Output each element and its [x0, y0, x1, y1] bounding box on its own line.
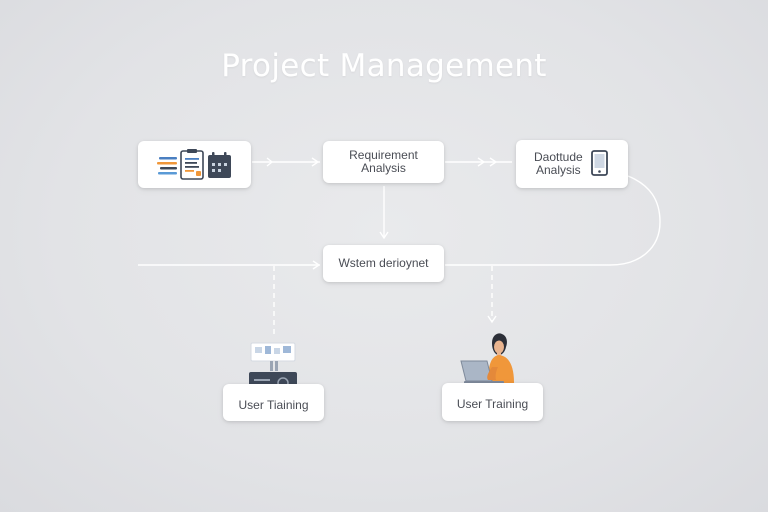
requirement-analysis-label: Requirement Analysis [349, 149, 418, 175]
database-analysis-line1: Daottude [534, 150, 583, 164]
user-training-left-label: User Tiaining [238, 398, 309, 412]
database-analysis-node[interactable]: Daottude Analysis [516, 140, 628, 188]
documents-node[interactable] [138, 141, 251, 188]
database-analysis-line2: Analysis [536, 163, 581, 177]
requirement-analysis-line2: Analysis [361, 161, 406, 175]
tablet-icon [591, 150, 608, 176]
documents-icon [156, 148, 231, 180]
user-training-right-label: User Training [456, 397, 529, 411]
system-deployment-label: Wstem derioynet [338, 256, 429, 270]
requirement-analysis-line1: Requirement [349, 148, 418, 162]
user-training-left-node[interactable]: User Tiaining [223, 384, 324, 421]
person-laptop-icon [460, 333, 514, 384]
requirement-analysis-node[interactable]: Requirement Analysis [323, 141, 444, 183]
user-training-right-node[interactable]: User Training [442, 383, 543, 421]
connector-database-loop [445, 175, 661, 266]
page-title: Project Management [221, 48, 547, 84]
system-deployment-node[interactable]: Wstem derioynet [323, 245, 444, 282]
database-analysis-label: Daottude Analysis [534, 151, 583, 177]
